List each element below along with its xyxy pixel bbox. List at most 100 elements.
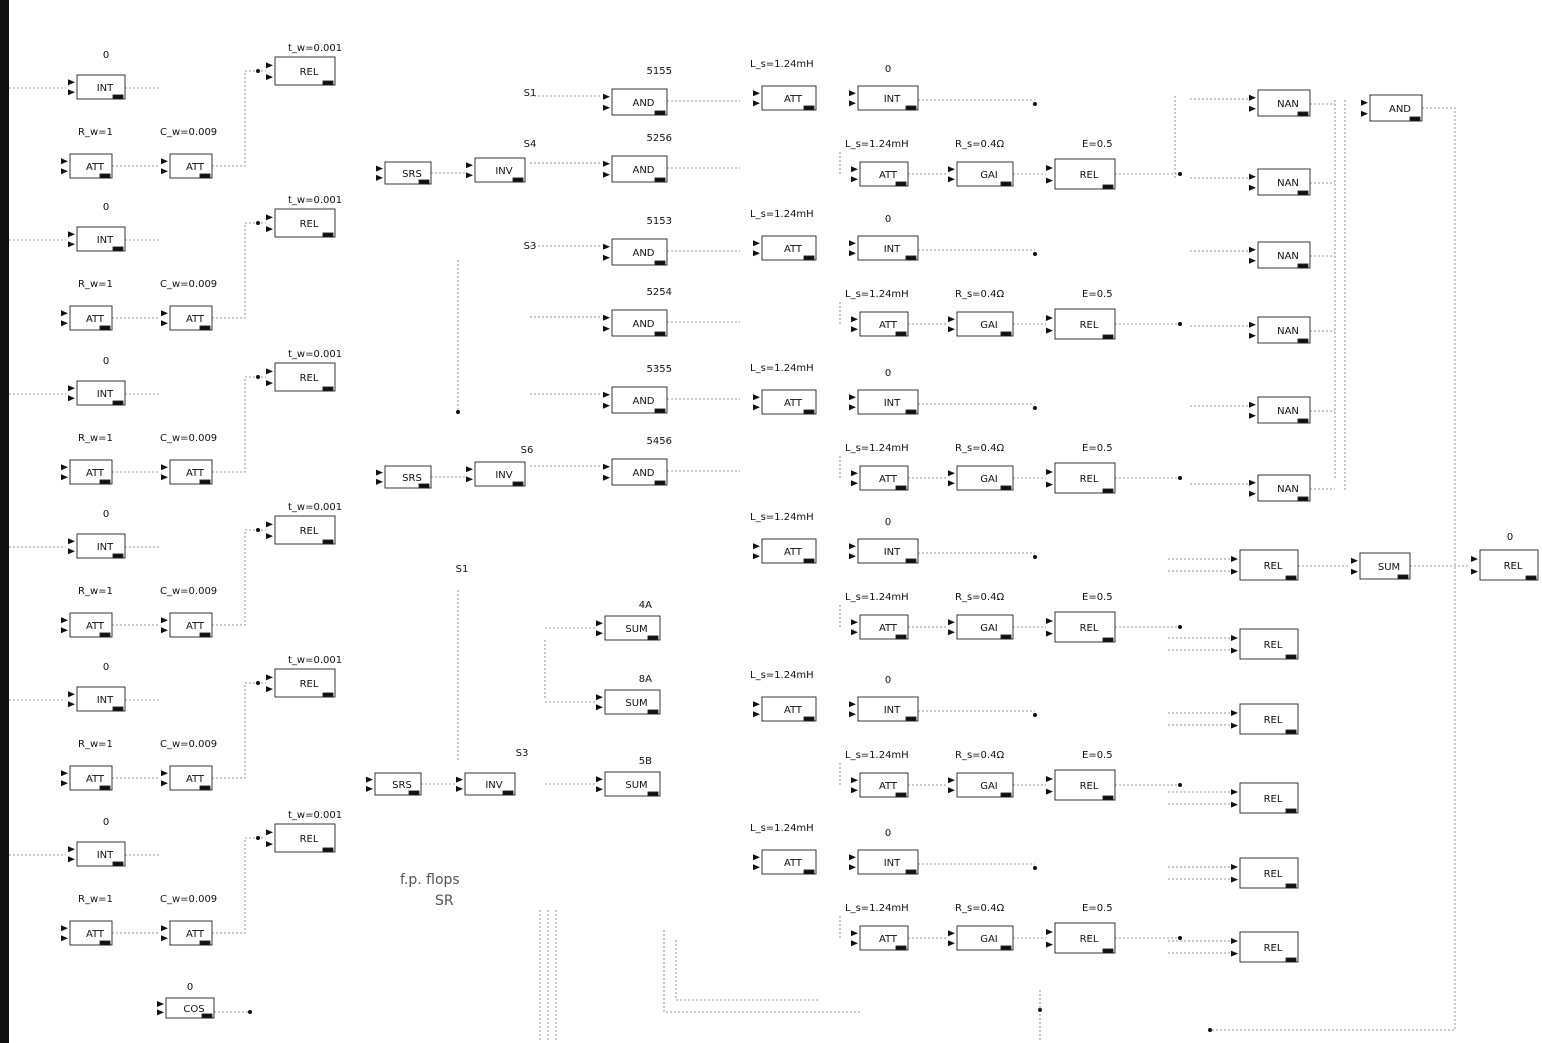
int-block-label: INT — [97, 542, 114, 553]
int-block: INT — [849, 86, 918, 110]
rel-block: REL — [266, 363, 335, 391]
input-pin-icon — [1249, 106, 1256, 112]
int-block-label: INT — [884, 398, 901, 409]
nan-block: NAN — [1249, 242, 1310, 268]
att-block-label: ATT — [86, 162, 105, 173]
input-pin-icon — [61, 770, 68, 776]
input-pin-icon — [596, 694, 603, 700]
rel-block-label: REL — [300, 834, 319, 845]
input-pin-icon — [603, 244, 610, 250]
wire — [212, 377, 266, 472]
output-terminal-icon — [419, 180, 429, 184]
input-pin-icon — [266, 674, 273, 680]
att-parameter: L_s=1.24mH — [750, 363, 814, 374]
att-block: ATT — [753, 390, 816, 414]
output-terminal-icon — [896, 332, 906, 336]
input-pin-icon — [603, 94, 610, 100]
input-pin-icon — [68, 89, 75, 95]
rel-block: REL — [1471, 550, 1538, 580]
rel-parameter: E=0.5 — [1082, 592, 1113, 603]
junction-dot — [248, 1010, 252, 1014]
input-pin-icon — [161, 320, 168, 326]
output-terminal-icon — [202, 1014, 212, 1018]
int-block: INT — [68, 227, 125, 251]
input-pin-icon — [68, 548, 75, 554]
output-terminal-icon — [200, 480, 210, 484]
input-pin-icon — [849, 711, 856, 717]
input-pin-icon — [68, 241, 75, 247]
input-pin-icon — [603, 315, 610, 321]
junction-dot — [1178, 172, 1182, 176]
and-block-label: AND — [632, 165, 654, 176]
input-pin-icon — [849, 250, 856, 256]
input-pin-icon — [376, 166, 383, 172]
srs-block: SRS — [376, 466, 431, 488]
input-pin-icon — [596, 776, 603, 782]
input-pin-icon — [851, 777, 858, 783]
rel-block-label: REL — [1080, 781, 1099, 792]
input-pin-icon — [1231, 938, 1238, 944]
rel-block: REL — [1046, 612, 1115, 642]
output-terminal-icon — [1298, 419, 1308, 423]
junction-dot — [1178, 936, 1182, 940]
output-terminal-icon — [655, 261, 665, 265]
input-pin-icon — [61, 168, 68, 174]
input-pin-icon — [948, 316, 955, 322]
att-parameter: C_w=0.009 — [160, 586, 217, 597]
input-pin-icon — [1231, 556, 1238, 562]
output-terminal-icon — [100, 174, 110, 178]
att-parameter: L_s=1.24mH — [845, 750, 909, 761]
rel-block: REL — [1046, 159, 1115, 189]
nan-block-label: NAN — [1277, 178, 1299, 189]
signal-label: S1 — [456, 564, 469, 575]
output-terminal-icon — [906, 717, 916, 721]
output-terminal-icon — [200, 633, 210, 637]
input-pin-icon — [1249, 491, 1256, 497]
int-initial-condition: 0 — [103, 817, 109, 828]
rel-parameter: t_w=0.001 — [288, 43, 342, 54]
gai-parameter: R_s=0.4Ω — [955, 592, 1004, 603]
output-terminal-icon — [513, 482, 523, 486]
att-block: ATT — [851, 466, 908, 490]
input-pin-icon — [266, 368, 273, 374]
and-block-label: AND — [632, 319, 654, 330]
output-terminal-icon — [804, 256, 814, 260]
output-terminal-icon — [113, 862, 123, 866]
junction-dot — [1033, 555, 1037, 559]
rel-block: REL — [1046, 309, 1115, 339]
att-block: ATT — [61, 460, 112, 484]
output-terminal-icon — [1001, 332, 1011, 336]
input-pin-icon — [948, 470, 955, 476]
int-initial-condition: 0 — [885, 675, 891, 686]
nan-block: NAN — [1249, 90, 1310, 116]
input-pin-icon — [948, 326, 955, 332]
output-terminal-icon — [100, 786, 110, 790]
and-block: AND — [1361, 95, 1422, 121]
gai-block-label: GAI — [980, 934, 998, 945]
input-pin-icon — [1046, 315, 1053, 321]
and-gate-label: 5153 — [647, 216, 672, 227]
att-block: ATT — [753, 697, 816, 721]
int-initial-condition: 0 — [885, 214, 891, 225]
input-pin-icon — [161, 627, 168, 633]
int-block-label: INT — [97, 850, 114, 861]
rel-block-label: REL — [300, 679, 319, 690]
input-pin-icon — [466, 172, 473, 178]
output-terminal-icon — [648, 636, 658, 640]
input-pin-icon — [1361, 111, 1368, 117]
rel-block: REL — [1046, 463, 1115, 493]
and-gate-label: 5456 — [647, 436, 672, 447]
att-parameter: C_w=0.009 — [160, 127, 217, 138]
att-parameter: L_s=1.24mH — [845, 443, 909, 454]
output-terminal-icon — [804, 717, 814, 721]
input-pin-icon — [466, 162, 473, 168]
input-pin-icon — [1046, 178, 1053, 184]
att-block: ATT — [161, 306, 212, 330]
rel-block-label: REL — [1080, 320, 1099, 331]
junction-dot — [256, 528, 260, 532]
input-pin-icon — [161, 935, 168, 941]
sum-block: SUM — [596, 616, 660, 640]
input-pin-icon — [1351, 569, 1358, 575]
rel-block-label: REL — [1264, 943, 1283, 954]
